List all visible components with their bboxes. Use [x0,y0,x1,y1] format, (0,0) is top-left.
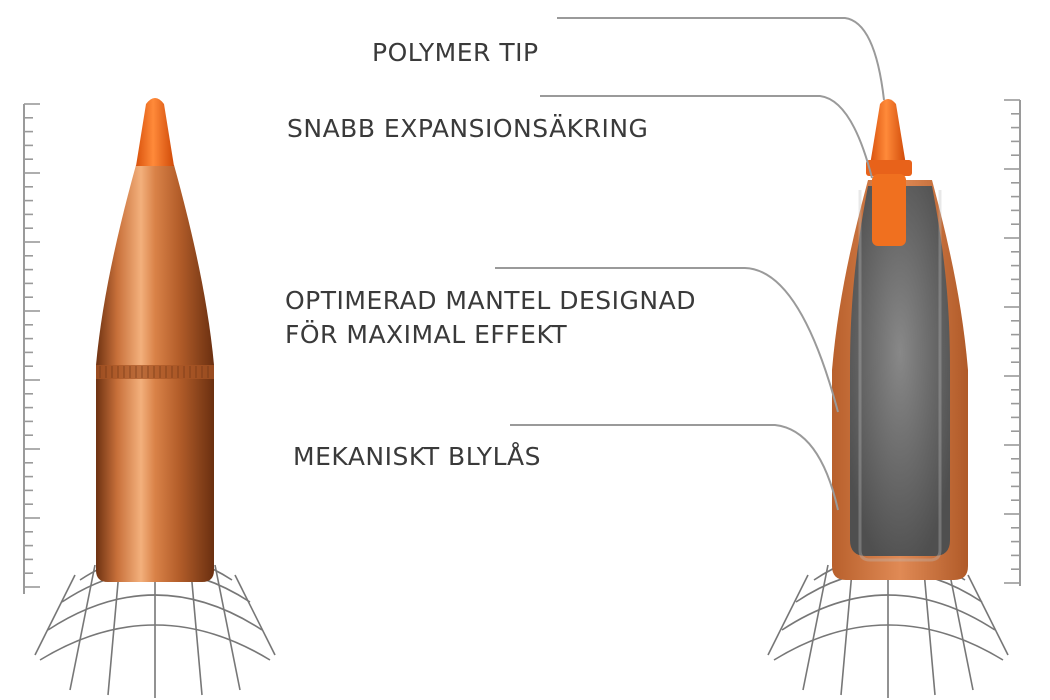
polymer-tip-left [136,98,174,166]
bullet-whole [96,98,214,582]
leader-lines [495,17,885,511]
label-optimerad-mantel: OPTIMERAD MANTEL DESIGNAD FÖR MAXIMAL EF… [285,284,696,352]
bullet-cutaway [832,99,968,580]
label-mantel-line1: OPTIMERAD MANTEL DESIGNAD [285,286,696,315]
label-polymer-tip: POLYMER TIP [372,36,539,70]
expansion-insert [872,174,906,246]
lead-core [850,186,950,556]
label-snabb-text: SNABB EXPANSIONSÄKRING [287,114,649,143]
label-mantel-line2: FÖR MAXIMAL EFFEKT [285,320,568,349]
label-polymer-tip-text: POLYMER TIP [372,38,539,67]
polymer-tip-right [870,99,906,165]
measurement-scale-left [23,103,40,594]
label-snabb-expansionsakring: SNABB EXPANSIONSÄKRING [287,112,648,146]
label-blylas-text: MEKANISKT BLYLÅS [293,442,541,471]
label-mekaniskt-blylas: MEKANISKT BLYLÅS [293,440,541,474]
measurement-scale-right [1004,99,1021,586]
